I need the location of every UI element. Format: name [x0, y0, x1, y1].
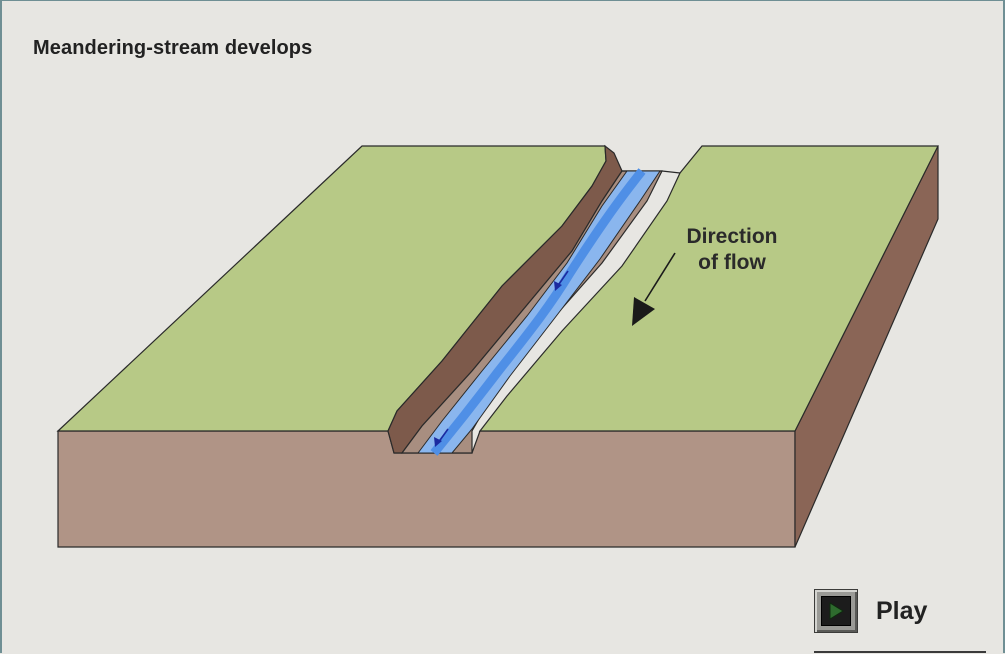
play-label[interactable]: Play — [876, 596, 928, 625]
flow-label-line-1: Direction — [686, 225, 777, 248]
bottom-panel-edge — [814, 651, 986, 653]
stream-flow-arrow-upper — [554, 270, 569, 291]
play-triangle-icon — [829, 602, 844, 620]
stream-center-channel — [430, 168, 646, 456]
play-button[interactable] — [814, 589, 858, 633]
flow-label-line-2: of flow — [698, 251, 766, 274]
page-title: Meandering-stream develops — [33, 37, 313, 59]
play-control: Play — [814, 589, 927, 633]
direction-of-flow-arrow — [632, 252, 676, 326]
play-button-face — [821, 596, 851, 626]
stream-flow-arrow-lower — [434, 428, 449, 447]
right-floodplain-surface — [478, 145, 939, 432]
